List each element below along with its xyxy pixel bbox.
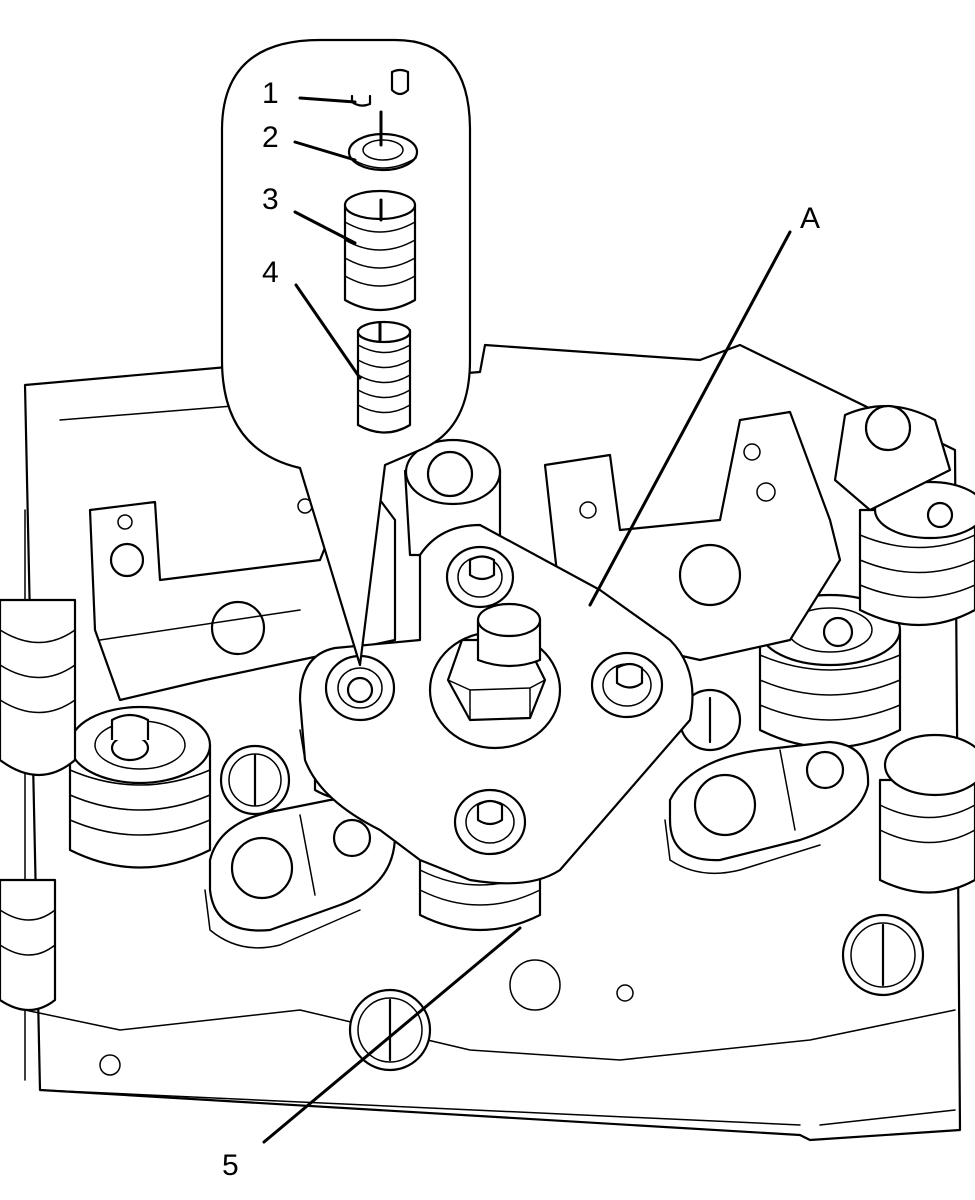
callout-1: 1 [262, 77, 279, 110]
valve-spring-far-left [0, 598, 77, 1012]
leader-lines [262, 96, 792, 1144]
post-top-right [833, 404, 952, 512]
exploded-view-bubble [220, 38, 472, 667]
rocker-arm-right [664, 740, 870, 875]
callout-a: A [800, 202, 820, 235]
valve-spring-far-right [858, 480, 975, 894]
callout-3: 3 [262, 183, 279, 216]
callout-5: 5 [222, 1149, 239, 1182]
rocker-arm-left [204, 798, 397, 949]
rocker-bracket-right [543, 410, 842, 662]
callout-4: 4 [262, 256, 279, 289]
callout-2: 2 [262, 121, 279, 154]
valve-spring-left [68, 705, 212, 869]
rocker-bracket-left [88, 498, 397, 702]
tool-plate-a [298, 523, 694, 885]
